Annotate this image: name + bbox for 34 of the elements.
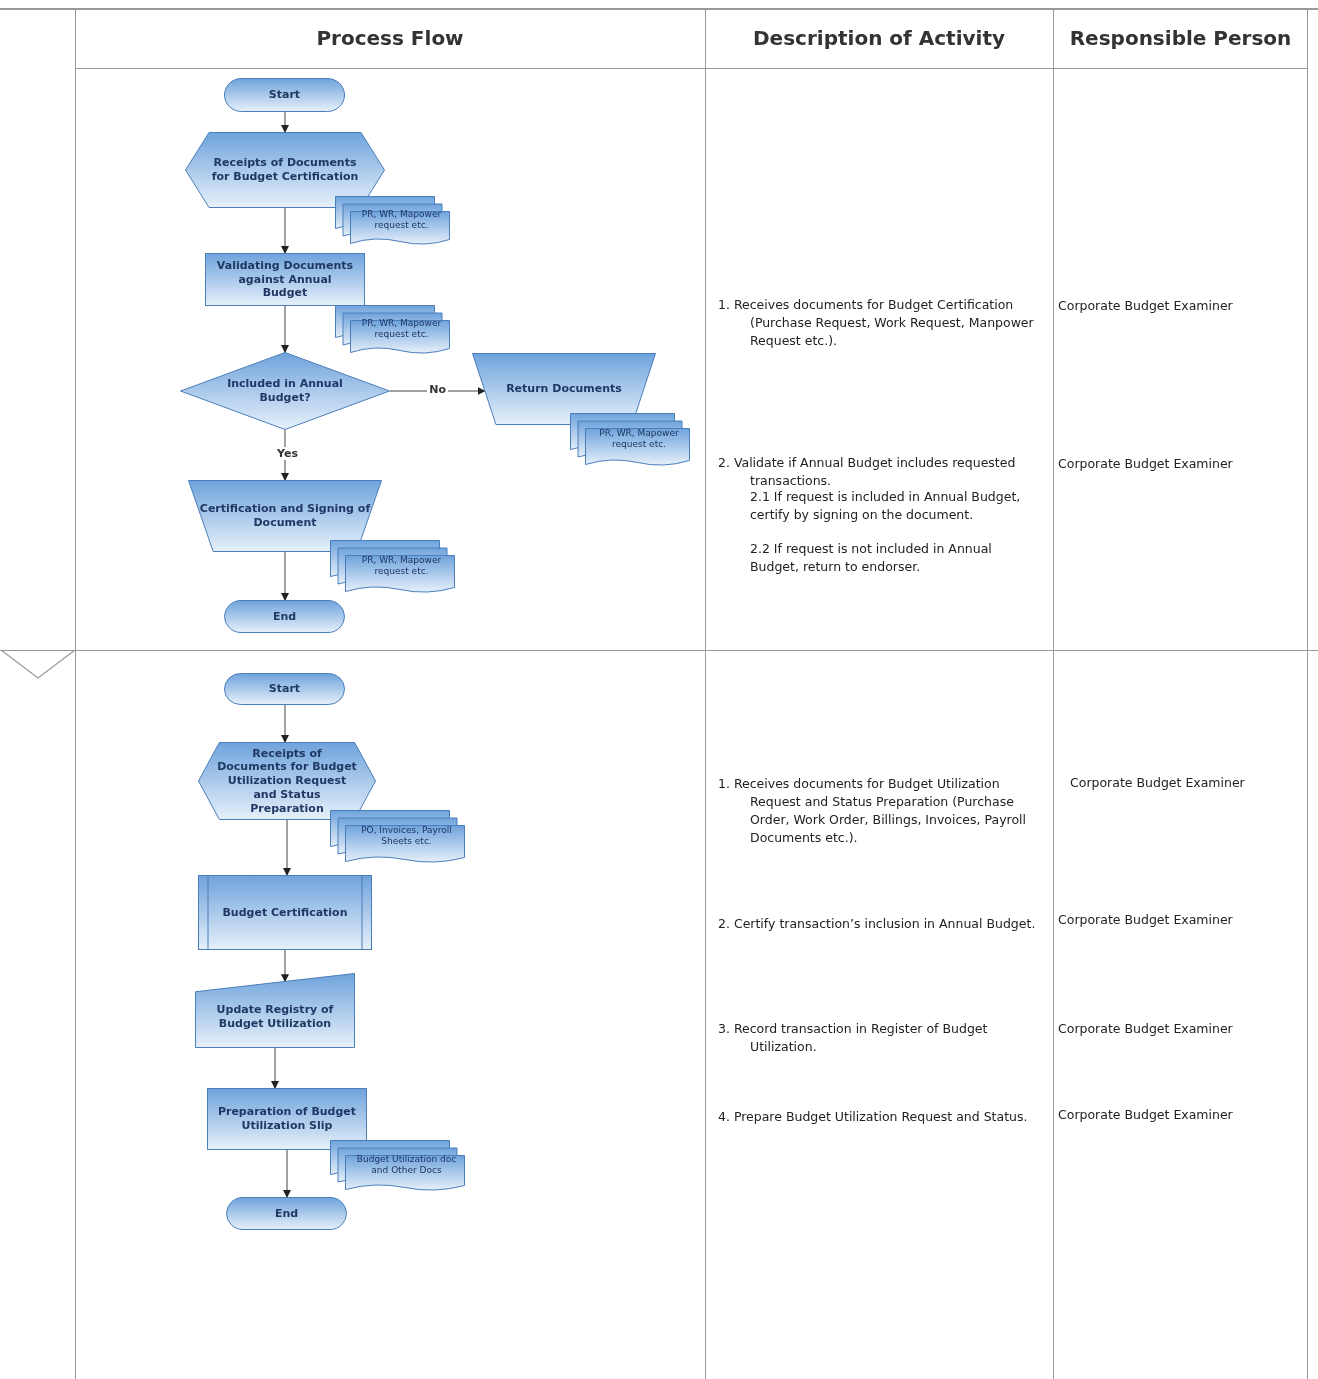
arrow [281,305,289,353]
manual-input-shape: Update Registry of Budget Utilization [195,973,355,1048]
predefined-process-box: Budget Certification [198,875,372,950]
column-header: Process Flow [315,26,465,50]
responsible-person-text: Corporate Budget Examiner [1058,1106,1234,1124]
arrow [281,207,289,254]
column-header: Responsible Person [1068,26,1293,50]
activity-description: 1. Receives documents for Budget Certification (Purchase Request, Work Request, Manpower Request etc.). [718,296,1035,351]
arrow [283,1149,291,1198]
responsible-person-text: Corporate Budget Examiner [1058,455,1234,473]
arrow [271,1047,279,1089]
edge-label: Yes [275,447,300,460]
responsible-person-text: Corporate Budget Examiner [1058,911,1234,929]
activity-description: 2.1 If request is included in Annual Budget, certify by signing on the document. [750,488,1022,525]
activity-description: 2. Validate if Annual Budget includes requested transactions. [718,454,1017,491]
activity-description: 2.2 If request is not included in Annual Budget, return to endorser. [750,540,993,577]
activity-description: 2. Certify transaction’s inclusion in Annual Budget. [718,915,1037,933]
arrow [281,111,289,133]
activity-description: 1. Receives documents for Budget Utilization Request and Status Preparation (Purchase Order, Work Order, Billings, Invoices, Payroll Documents etc.). [718,775,1027,848]
edge-label: No [427,383,449,396]
responsible-person-text: Corporate Budget Examiner [1058,1020,1234,1038]
column-header: Description of Activity [752,26,1006,50]
responsible-person-text: Corporate Budget Examiner [1070,774,1246,792]
activity-description: 3. Record transaction in Register of Budget Utilization. [718,1020,989,1057]
terminal-shape: End [226,1197,347,1230]
terminal-shape: Start [224,673,345,705]
arrow [281,704,289,743]
terminal-shape: End [224,600,345,633]
arrow [281,949,289,983]
responsible-person-text: Corporate Budget Examiner [1058,297,1234,315]
activity-description: 4. Prepare Budget Utilization Request and Status. [718,1108,1029,1126]
terminal-shape: Start [224,78,345,112]
arrow [281,551,289,601]
arrow [283,819,291,876]
